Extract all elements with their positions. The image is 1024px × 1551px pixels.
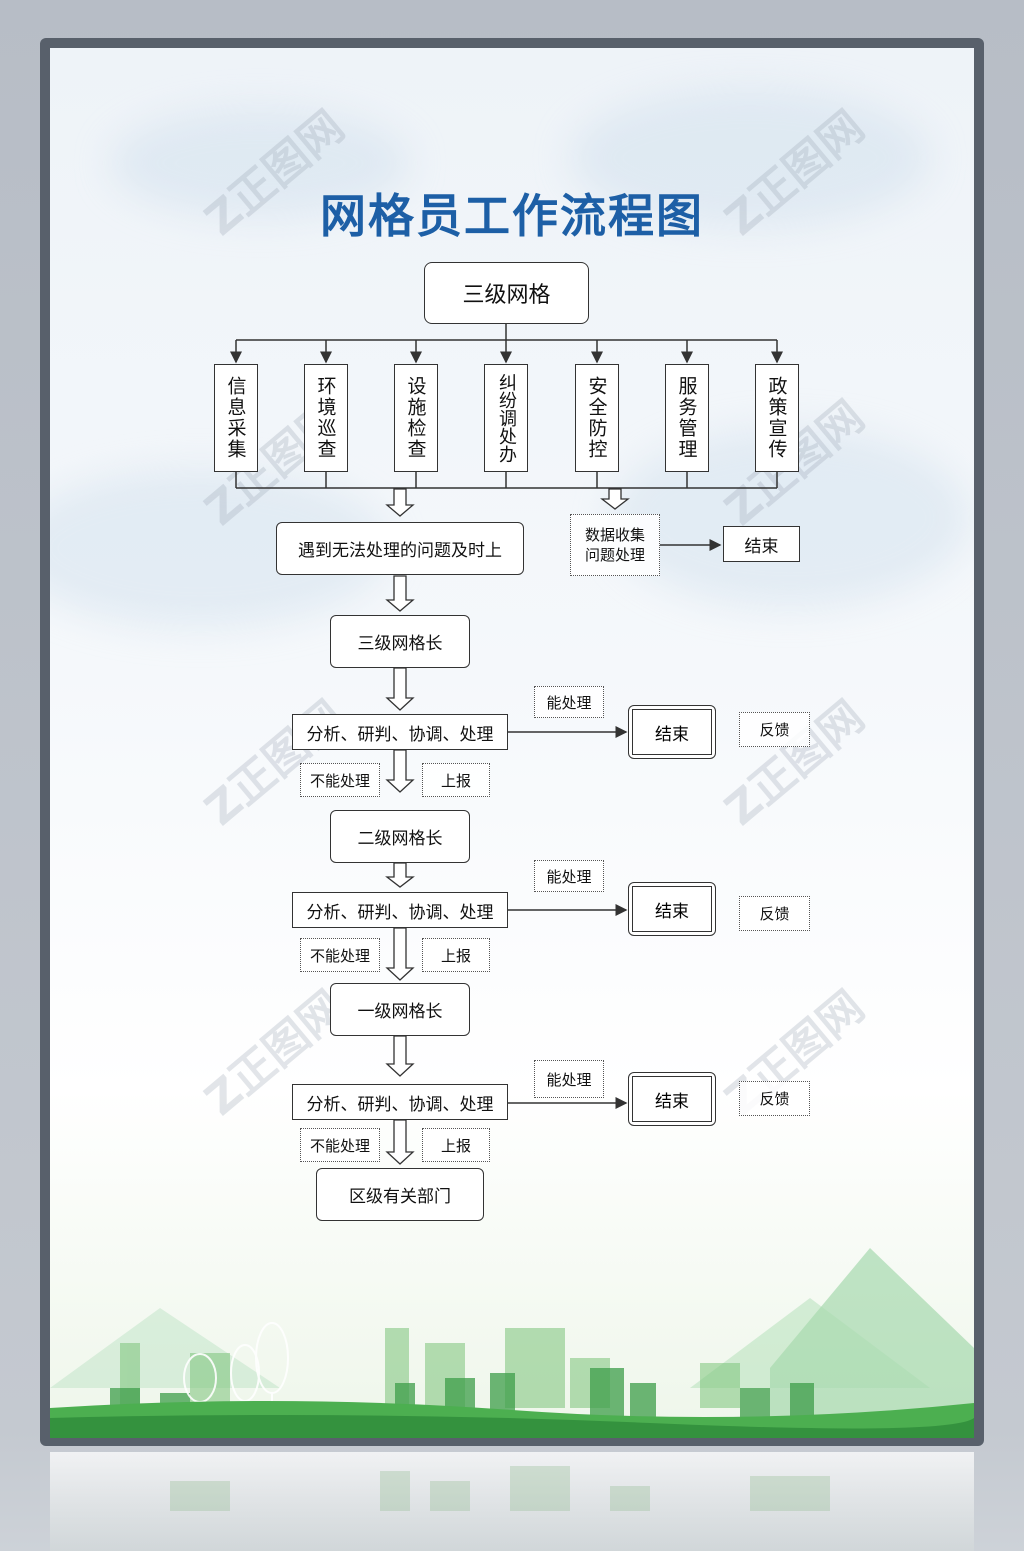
analyze-node: 分析、研判、协调、处理 bbox=[292, 1084, 508, 1120]
can-handle-label: 能处理 bbox=[534, 686, 604, 718]
block-arrows bbox=[385, 488, 630, 1165]
end-node: 结束 bbox=[628, 1072, 716, 1126]
branch-item: 纠纷调处办 bbox=[484, 364, 528, 472]
cannot-handle-label: 不能处理 bbox=[300, 1128, 380, 1162]
branch-item: 安全防控 bbox=[575, 364, 619, 472]
analyze-node: 分析、研判、协调、处理 bbox=[292, 714, 508, 750]
level1-leader-node: 一级网格长 bbox=[330, 983, 470, 1036]
branch-item: 设施检查 bbox=[394, 364, 438, 472]
data-collection-node: 数据收集 问题处理 bbox=[570, 514, 660, 576]
flow-connectors bbox=[230, 324, 783, 1165]
report-label: 上报 bbox=[422, 1128, 490, 1162]
report-node: 遇到无法处理的问题及时上 bbox=[276, 522, 524, 575]
analyze-node: 分析、研判、协调、处理 bbox=[292, 892, 508, 928]
feedback-label: 反馈 bbox=[739, 1081, 810, 1116]
can-handle-label: 能处理 bbox=[534, 860, 604, 892]
report-label: 上报 bbox=[422, 763, 490, 797]
level3-leader-node: 三级网格长 bbox=[330, 615, 470, 668]
top-node: 三级网格 bbox=[424, 262, 589, 324]
branch-item: 政策宣传 bbox=[755, 364, 799, 472]
report-label: 上报 bbox=[422, 938, 490, 972]
feedback-label: 反馈 bbox=[739, 712, 810, 747]
cannot-handle-label: 不能处理 bbox=[300, 938, 380, 972]
end-node-label: 结束 bbox=[632, 709, 712, 755]
final-node: 区级有关部门 bbox=[316, 1168, 484, 1221]
branch-item: 信息采集 bbox=[214, 364, 258, 472]
branch-item: 服务管理 bbox=[665, 364, 709, 472]
page-title: 网格员工作流程图 bbox=[320, 189, 704, 243]
poster-reflection bbox=[50, 1452, 974, 1551]
city-skyline-illustration bbox=[50, 1248, 974, 1438]
feedback-label: 反馈 bbox=[739, 896, 810, 931]
end-node: 结束 bbox=[628, 882, 716, 936]
end-node: 结束 bbox=[628, 705, 716, 759]
branch-item: 环境巡查 bbox=[304, 364, 348, 472]
end-node: 结束 bbox=[723, 526, 800, 562]
can-handle-label: 能处理 bbox=[534, 1060, 604, 1098]
poster: Z正图网 Z正图网 Z正图网 Z正图网 Z正图网 Z正图网 Z正图网 Z正图网 … bbox=[50, 48, 974, 1438]
level2-leader-node: 二级网格长 bbox=[330, 810, 470, 863]
cannot-handle-label: 不能处理 bbox=[300, 763, 380, 797]
end-node-label: 结束 bbox=[632, 1076, 712, 1122]
end-node-label: 结束 bbox=[632, 886, 712, 932]
